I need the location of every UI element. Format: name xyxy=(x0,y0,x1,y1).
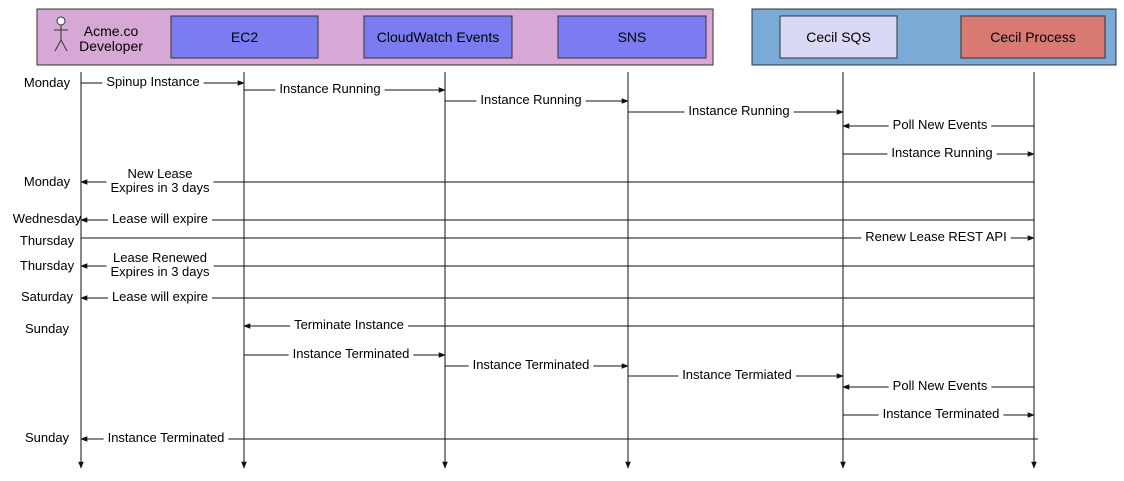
actor-sns: SNS xyxy=(557,15,707,59)
actor-box xyxy=(170,15,319,59)
day-label: Saturday xyxy=(21,289,74,304)
message-1: Instance Running xyxy=(244,81,446,98)
message-label: Expires in 3 days xyxy=(111,180,210,195)
message-label: Instance Running xyxy=(480,92,581,107)
message-label-bg xyxy=(468,358,594,374)
message-11: Terminate Instance xyxy=(243,317,1034,334)
actor-ec2: EC2 xyxy=(170,15,319,59)
message-label-bg xyxy=(476,93,586,109)
actor-label-line: Acme.co xyxy=(84,23,139,39)
message-label-bg xyxy=(290,318,408,334)
day-label: Sunday xyxy=(25,430,70,445)
actor-sqs: Cecil SQS xyxy=(779,15,898,59)
message-label: New Lease xyxy=(127,166,192,181)
message-label: Instance Terminated xyxy=(293,346,410,361)
message-3: Instance Running xyxy=(628,103,844,120)
message-label: Instance Terminated xyxy=(108,430,225,445)
actor-box xyxy=(557,15,707,59)
message-label-bg xyxy=(861,230,1011,246)
message-label-bg xyxy=(888,379,992,395)
message-label: Poll New Events xyxy=(893,378,988,393)
actor-box xyxy=(960,15,1106,59)
message-0: Spinup Instance xyxy=(81,74,245,91)
message-13: Instance Terminated xyxy=(445,357,629,374)
message-label-bg xyxy=(107,290,213,306)
message-label: Expires in 3 days xyxy=(111,264,210,279)
message-17: Instance Terminated xyxy=(80,430,1038,447)
actor-proc: Cecil Process xyxy=(960,15,1106,59)
message-label-bg xyxy=(887,146,997,162)
day-label: Thursday xyxy=(20,258,75,273)
message-label-bg xyxy=(888,118,992,134)
actor-box xyxy=(779,15,898,59)
message-label-bg xyxy=(678,368,796,384)
message-16: Instance Terminated xyxy=(843,406,1035,423)
message-label: Instance Running xyxy=(279,81,380,96)
message-label: Instance Terminated xyxy=(473,357,590,372)
actor-label-line: Developer xyxy=(79,38,143,54)
day-label: Thursday xyxy=(20,233,75,248)
message-label-bg xyxy=(275,82,385,98)
day-label: Monday xyxy=(24,174,71,189)
message-label-bg xyxy=(684,104,794,120)
message-label: Instance Terminated xyxy=(883,406,1000,421)
message-label-bg xyxy=(103,431,229,447)
message-label: Instance Termiated xyxy=(682,367,792,382)
actor-label: EC2 xyxy=(231,29,258,45)
actor-box xyxy=(363,15,513,59)
message-label-bg xyxy=(107,212,213,228)
message-label-bg xyxy=(106,167,214,197)
message-label: Renew Lease REST API xyxy=(865,229,1006,244)
message-label: Instance Running xyxy=(891,145,992,160)
actor-label: Cecil SQS xyxy=(806,29,871,45)
actor-cwe: CloudWatch Events xyxy=(363,15,513,59)
message-10: Lease will expire xyxy=(80,289,1034,306)
day-label: Sunday xyxy=(25,321,70,336)
actor-label: CloudWatch Events xyxy=(377,29,499,45)
day-label: Wednesday xyxy=(13,211,82,226)
message-5: Instance Running xyxy=(843,145,1035,162)
message-label: Spinup Instance xyxy=(106,74,199,89)
message-label-bg xyxy=(288,347,414,363)
message-label: Instance Running xyxy=(688,103,789,118)
message-label: Lease will expire xyxy=(112,211,208,226)
day-label: Monday xyxy=(24,75,71,90)
message-4: Poll New Events xyxy=(842,117,1034,134)
message-label: Terminate Instance xyxy=(294,317,404,332)
actor-label: SNS xyxy=(618,29,647,45)
message-label: Lease Renewed xyxy=(113,250,207,265)
message-label-bg xyxy=(878,407,1004,423)
actor-label: Cecil Process xyxy=(990,29,1076,45)
stick-figure-icon xyxy=(54,16,68,52)
message-15: Poll New Events xyxy=(842,378,1034,395)
message-label: Poll New Events xyxy=(893,117,988,132)
message-14: Instance Termiated xyxy=(628,367,844,384)
message-12: Instance Terminated xyxy=(244,346,446,363)
message-label: Lease will expire xyxy=(112,289,208,304)
message-8: Renew Lease REST API xyxy=(81,229,1035,246)
message-2: Instance Running xyxy=(445,92,629,109)
message-label-bg xyxy=(106,251,214,281)
message-7: Lease will expire xyxy=(80,211,1034,228)
message-label-bg xyxy=(102,75,204,91)
